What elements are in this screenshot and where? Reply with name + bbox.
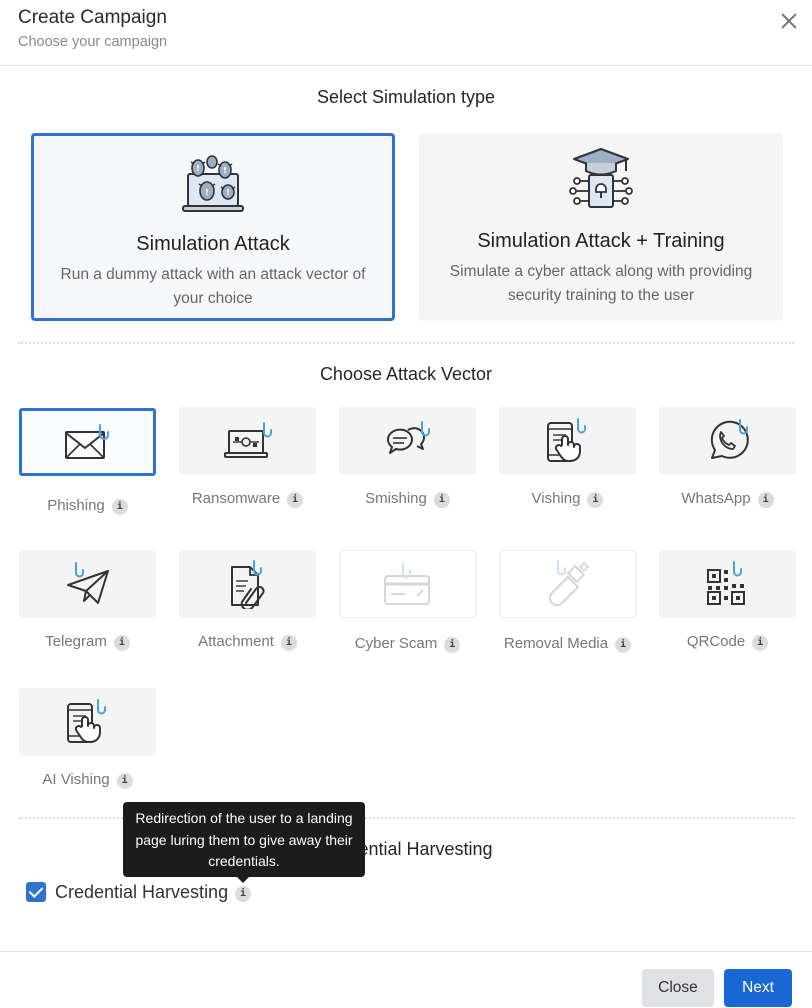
info-icon[interactable]: i <box>287 492 304 508</box>
info-icon[interactable]: i <box>752 635 769 651</box>
info-icon[interactable]: i <box>235 886 251 902</box>
simulation-attack-card[interactable]: !!!! Simulation Attack Run a dummy attac… <box>31 133 395 321</box>
vector-cyber-scam-tile[interactable] <box>339 550 476 618</box>
laptop-bugs-icon: !!!! <box>182 155 244 212</box>
chat-bubbles-hook-icon <box>386 421 430 454</box>
vector-vishing-tile[interactable] <box>499 407 636 475</box>
next-button[interactable]: Next <box>724 969 792 1007</box>
modal-title: Create Campaign <box>18 7 167 28</box>
simulation-attack-training-card[interactable]: Simulation Attack + Training Simulate a … <box>419 133 783 321</box>
info-icon[interactable]: i <box>757 492 774 508</box>
phone-hand-hook-icon <box>66 699 106 743</box>
graduation-lock-icon <box>569 148 633 208</box>
info-icon[interactable]: i <box>587 492 604 508</box>
section-divider <box>18 342 794 344</box>
modal-footer: Close Next <box>0 951 812 1008</box>
credential-harvesting-label: Credential Harvesting <box>55 882 229 902</box>
vector-telegram-tile[interactable] <box>19 550 156 618</box>
info-icon[interactable]: i <box>111 499 128 515</box>
envelope-hook-icon <box>64 424 109 459</box>
vector-attachment-tile[interactable] <box>179 550 316 618</box>
vector-ai-vishing-tile[interactable] <box>19 688 156 756</box>
vector-phishing-tile[interactable] <box>19 408 156 476</box>
paper-plane-hook-icon <box>66 562 109 604</box>
document-clip-hook-icon <box>230 560 264 609</box>
simulation-type-heading: Select Simulation type <box>316 87 496 107</box>
svg-text:!: ! <box>223 166 227 175</box>
modal-header: Create Campaign Choose your campaign <box>0 0 812 66</box>
info-icon[interactable]: i <box>113 635 130 651</box>
section-divider <box>18 817 794 819</box>
attack-vector-heading: Choose Attack Vector <box>319 364 493 384</box>
info-icon[interactable]: i <box>433 492 450 508</box>
info-icon[interactable]: i <box>116 773 133 789</box>
vector-whatsapp-tile[interactable] <box>659 407 796 475</box>
info-icon[interactable]: i <box>444 637 461 653</box>
credential-harvesting-checkbox[interactable] <box>26 882 46 902</box>
simulation-attack-training-title: Simulation Attack + Training <box>477 230 725 252</box>
svg-text:!: ! <box>226 188 230 197</box>
vector-removal-media-tile[interactable] <box>499 550 636 618</box>
close-button[interactable]: Close <box>642 969 714 1007</box>
info-icon[interactable]: i <box>615 637 632 653</box>
svg-text:!: ! <box>196 164 200 173</box>
usb-drive-hook-icon <box>548 560 589 607</box>
modal-subtitle: Choose your campaign <box>18 34 168 50</box>
credential-harvesting-tooltip: Redirection of the user to a landing pag… <box>123 802 365 883</box>
close-icon[interactable] <box>779 11 799 31</box>
simulation-attack-training-description: Simulate a cyber attack along with provi… <box>449 263 753 304</box>
credential-harvesting-heading: Credential Harvesting <box>319 839 493 859</box>
phone-hand-hook-icon <box>546 418 586 462</box>
simulation-attack-description: Run a dummy attack with an attack vector… <box>60 266 366 307</box>
info-icon[interactable]: i <box>280 635 297 651</box>
whatsapp-hook-icon <box>710 419 749 459</box>
simulation-attack-title: Simulation Attack <box>136 233 290 255</box>
vector-ransomware-tile[interactable] <box>179 407 316 475</box>
qr-code-hook-icon <box>706 561 745 605</box>
vector-smishing-tile[interactable] <box>339 407 476 475</box>
svg-text:!: ! <box>205 188 209 197</box>
laptop-hook-icon <box>223 422 272 458</box>
vector-qrcode-tile[interactable] <box>659 550 796 618</box>
credit-card-hook-icon <box>383 563 430 605</box>
